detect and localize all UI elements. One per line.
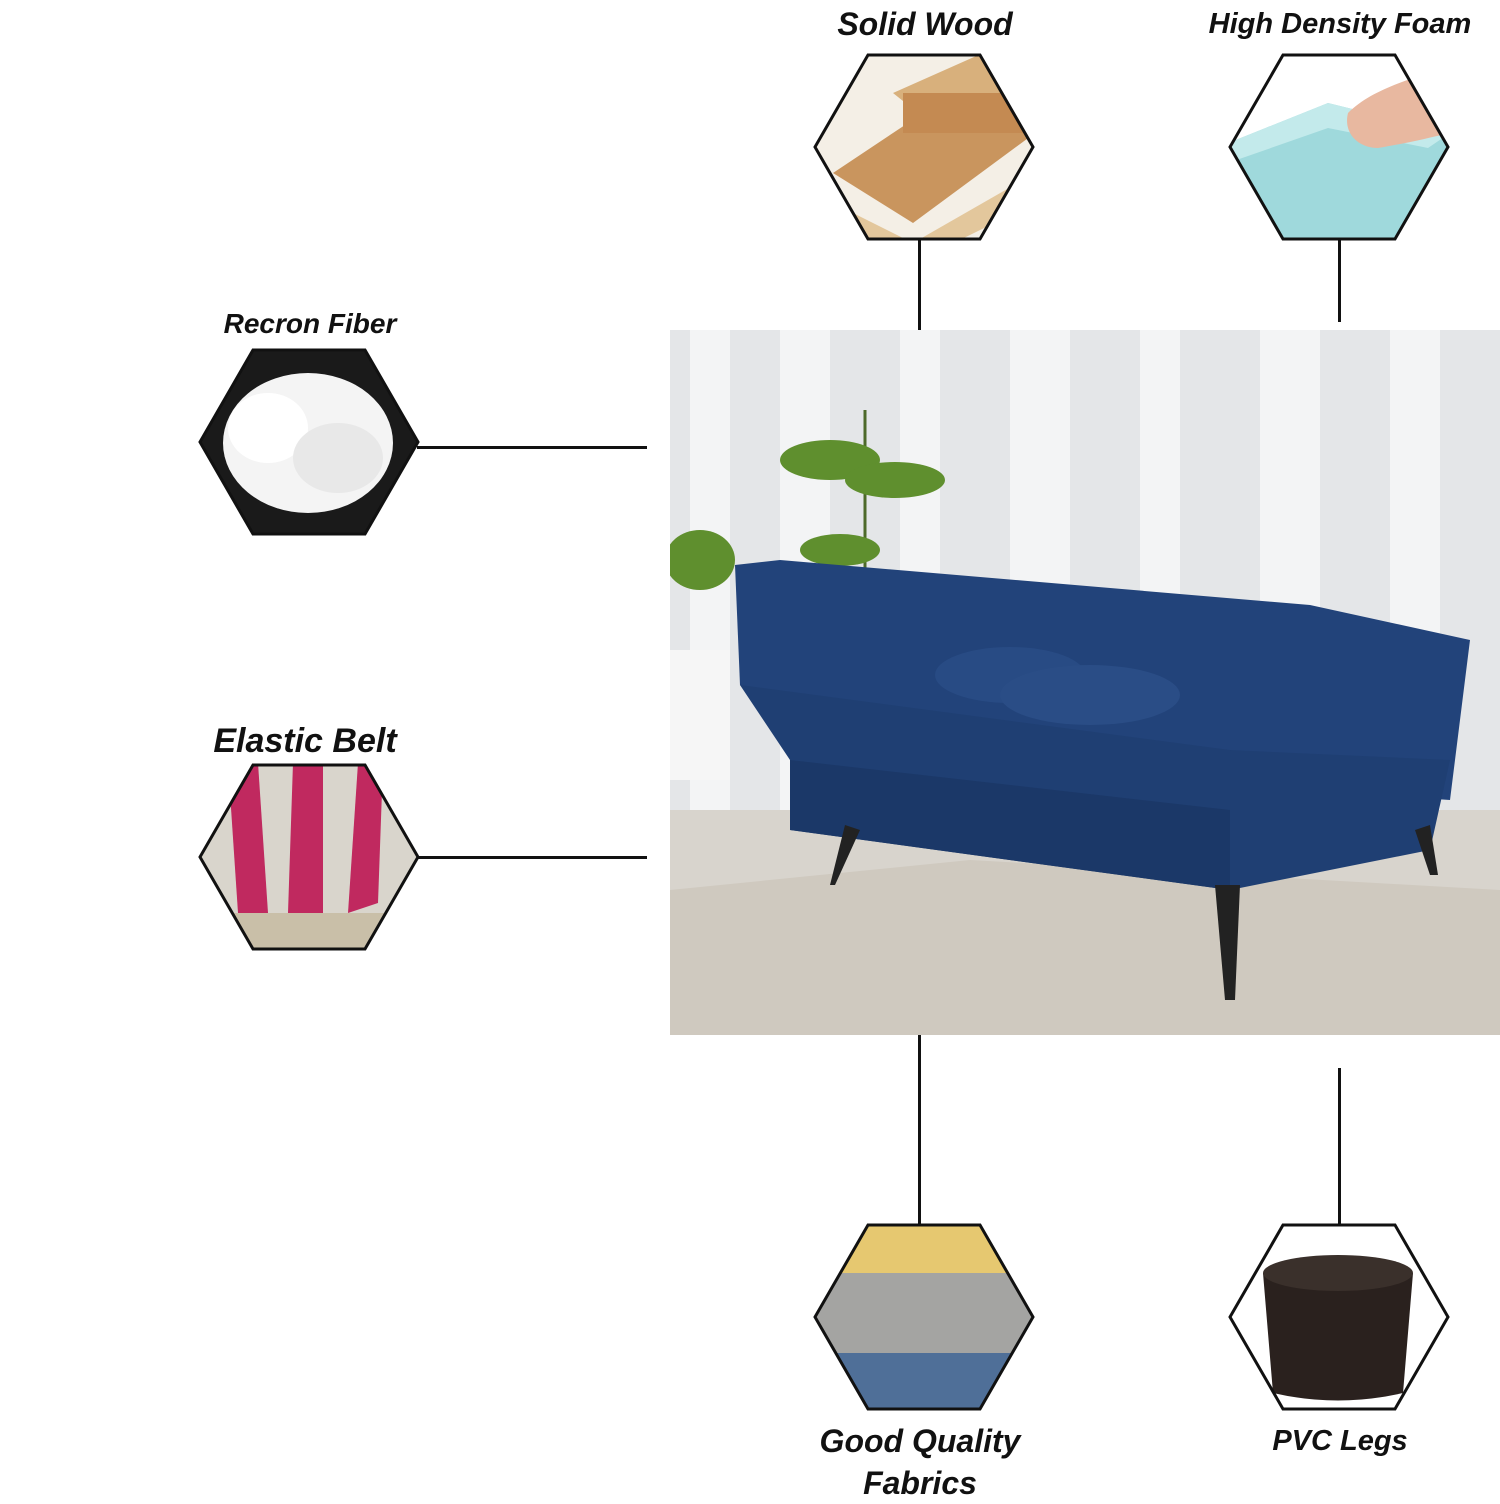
pvc-leg-icon (1228, 1223, 1450, 1411)
fabric-swatch-icon (813, 1223, 1035, 1411)
wood-planks-icon (813, 53, 1035, 241)
fiber-icon (198, 348, 420, 536)
elastic-belt-icon (198, 763, 420, 951)
sofa-product-photo (670, 330, 1500, 1035)
connector-line (1338, 1068, 1341, 1225)
foam-icon (1228, 53, 1450, 241)
label-pvc-legs: PVC Legs (1272, 1425, 1408, 1457)
connector-line (417, 856, 647, 859)
label-elastic-belt: Elastic Belt (213, 722, 397, 760)
label-good-quality-fabrics: Good Quality Fabrics (819, 1423, 1021, 1501)
label-solid-wood: Solid Wood (837, 6, 1013, 42)
connector-line (918, 1035, 921, 1225)
connector-line (1338, 238, 1341, 322)
label-high-density-foam: High Density Foam (1208, 8, 1472, 40)
connector-line (417, 446, 647, 449)
connector-line (918, 238, 921, 330)
label-recron-fiber: Recron Fiber (223, 308, 397, 339)
